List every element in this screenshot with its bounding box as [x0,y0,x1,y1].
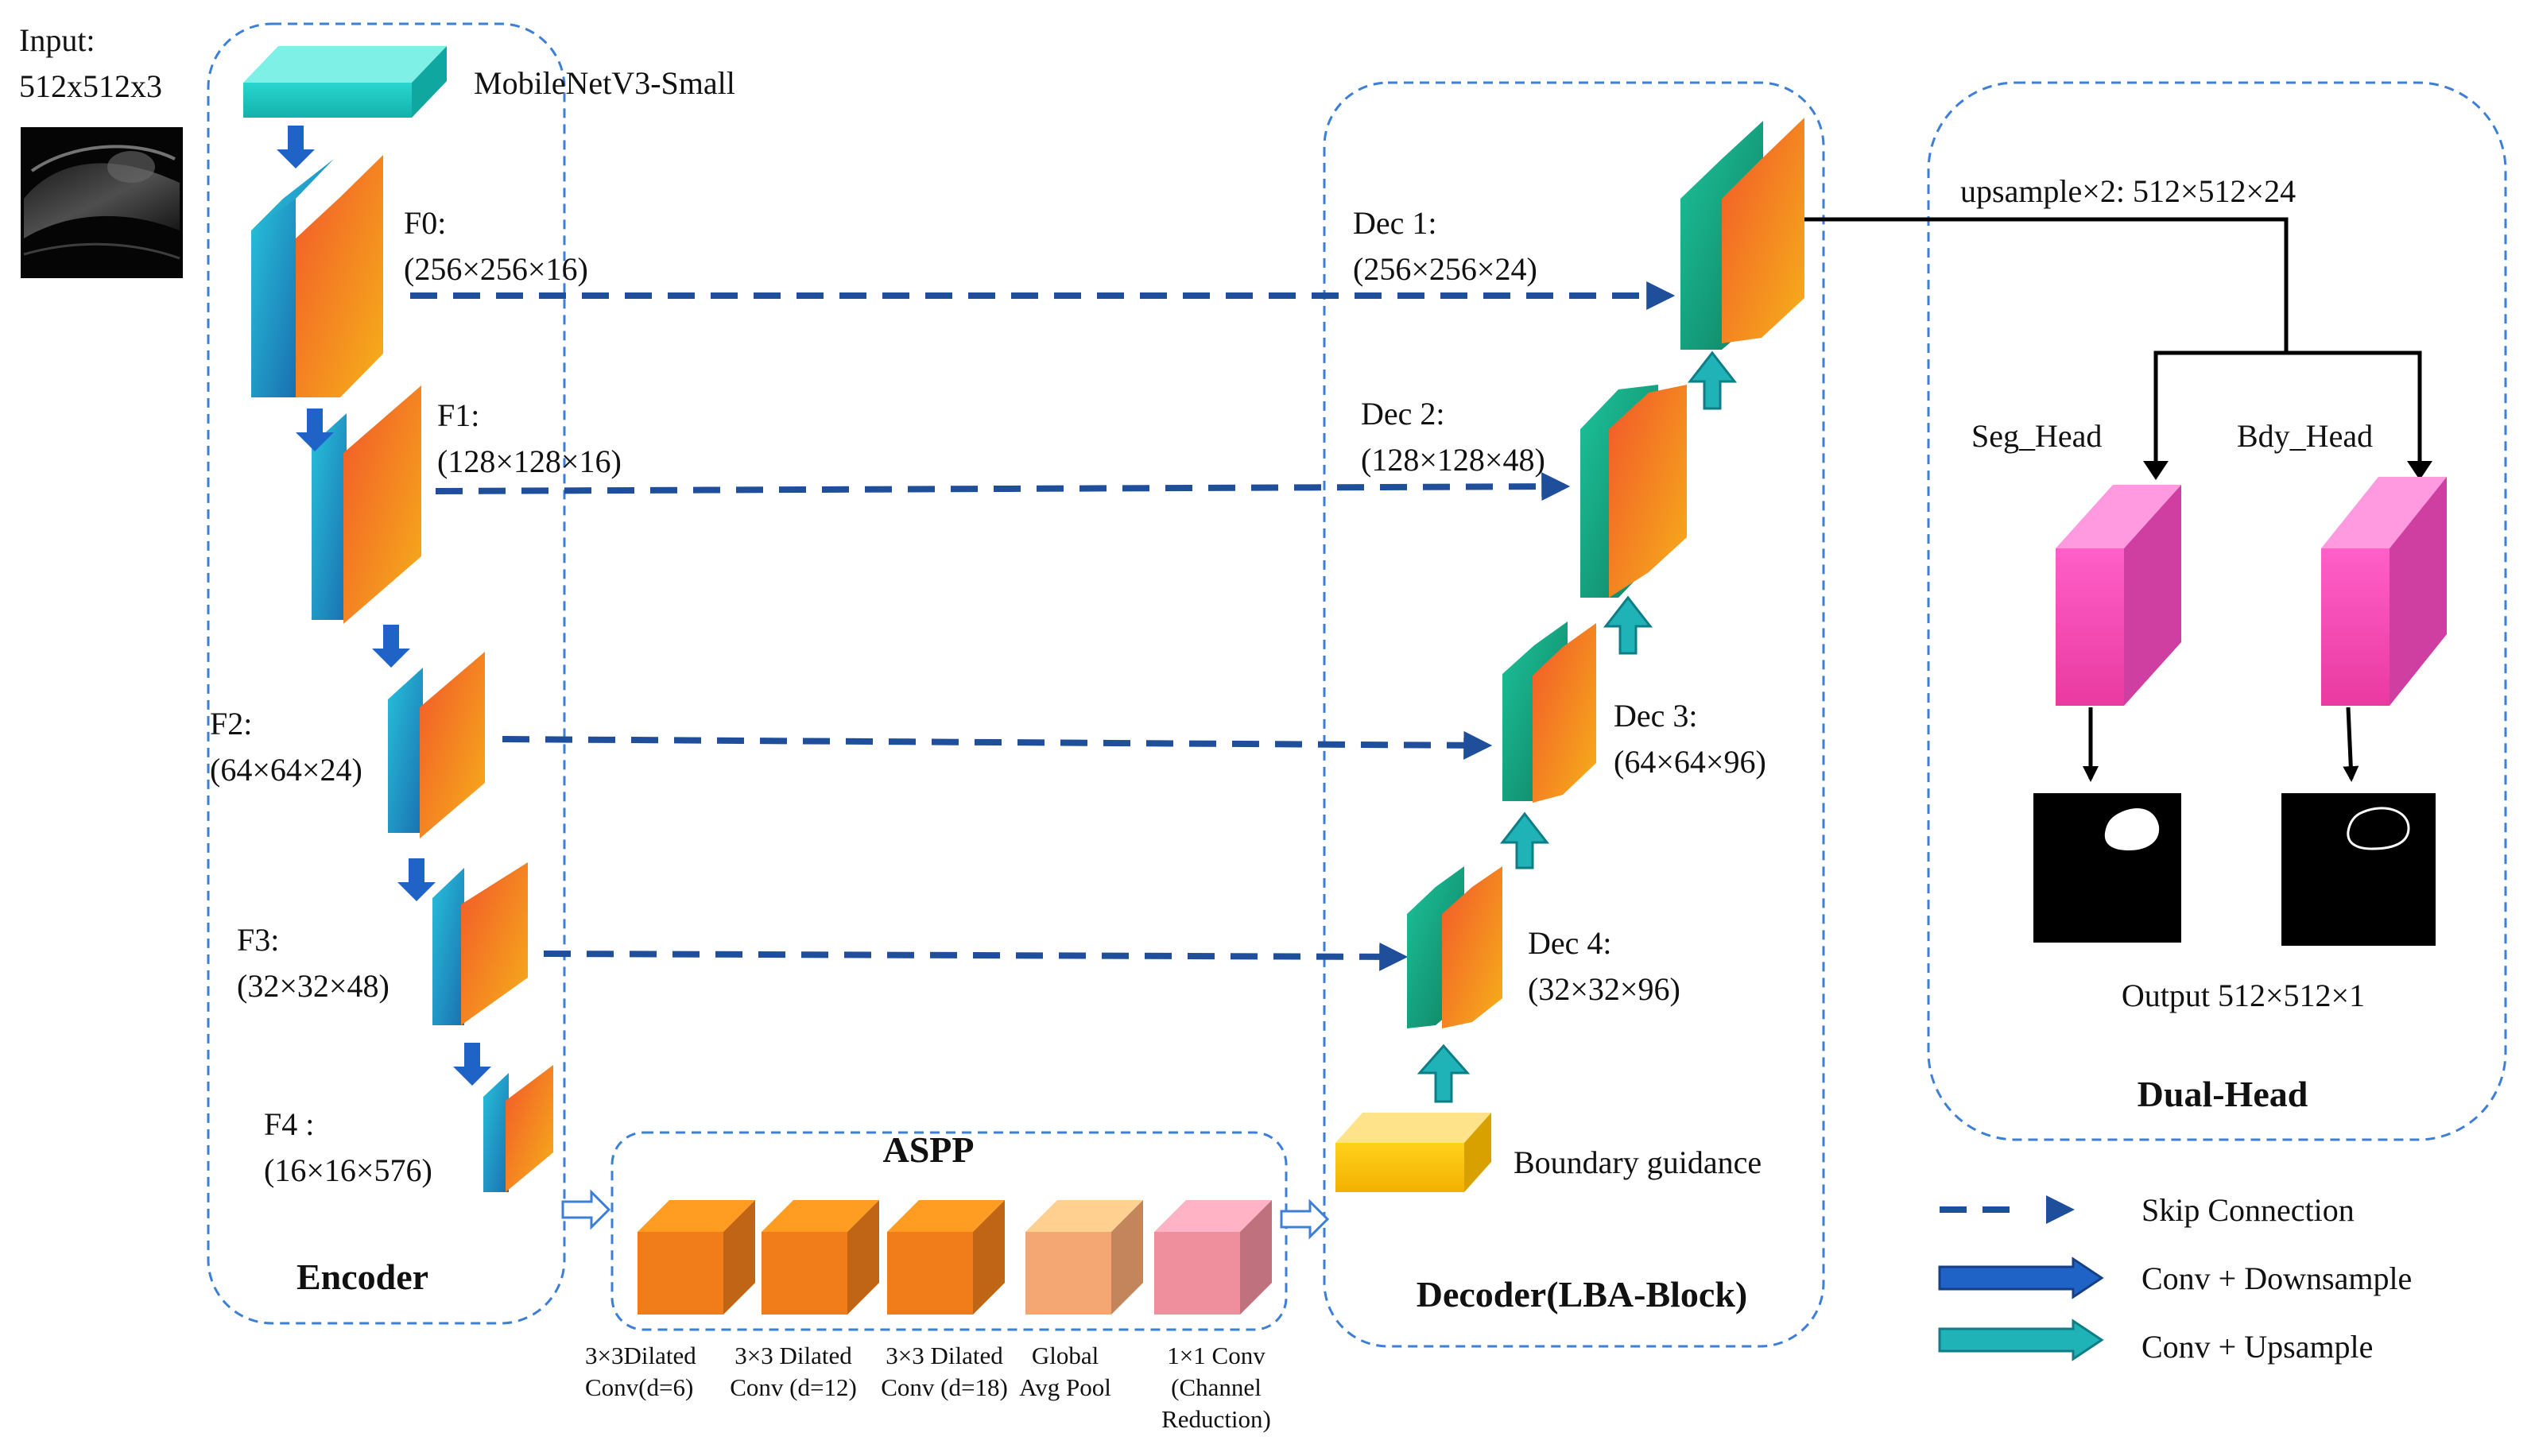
feature-block-f3 [432,862,528,1025]
legend: Skip Connection Conv + Downsample Conv +… [1938,1192,2412,1365]
f1-dims: (128×128×16) [437,443,622,479]
aspp-to-decoder-arrow [1280,1198,1330,1240]
dec2-dims: (128×128×48) [1361,442,1545,478]
upsample-label: upsample×2: 512×512×24 [1960,173,2296,209]
input-label: Input: [19,22,95,58]
output-label: Output 512×512×1 [2122,978,2365,1013]
aspp-branch-label: 3×3 Dilated [886,1342,1003,1369]
legend-upsample-label: Conv + Upsample [2141,1329,2373,1365]
downsample-arrow-2 [372,625,410,668]
feature-block-f4 [483,1065,553,1192]
dashed-arrow-icon [1940,1195,2075,1224]
dual-head-title: Dual-Head [2138,1074,2308,1114]
backbone-block [243,46,447,118]
dec3-dims: (64×64×96) [1614,744,1766,780]
f3-dims: (32×32×48) [237,968,390,1004]
skip-connection-f3 [543,942,1409,971]
input-size-label: 512x512x3 [19,68,162,104]
seg-head-arrowhead [2143,461,2169,480]
downsample-arrow-0 [277,126,315,168]
bdy-output-arrow [2343,707,2359,782]
decoder-block-dec2 [1580,385,1687,598]
backbone-label: MobileNetV3-Small [474,65,735,101]
boundary-guidance-block [1335,1113,1491,1192]
aspp-branch-label: 3×3 Dilated [734,1342,852,1369]
upsample-arrow-dec2 [1687,350,1738,410]
feature-block-f1 [312,385,421,624]
aspp-branch-label: (Channel [1171,1373,1262,1401]
dec2-label: Dec 2: [1361,396,1445,432]
aspp-branch-label: 3×3Dilated [585,1342,696,1369]
ultrasound-image [21,127,183,278]
decoder-region [1323,81,1825,1348]
aspp-branch-label: Global [1032,1342,1099,1369]
decoder-block-dec3 [1502,622,1596,803]
aspp-branch-label: Reduction) [1161,1405,1271,1433]
encoder-title: Encoder [297,1257,428,1297]
skip-connection-f2 [502,730,1493,760]
aspp-cubes [638,1200,1272,1315]
upsample-arrow-dec4 [1499,811,1550,869]
dec3-label: Dec 3: [1614,698,1698,734]
f1-label: F1: [437,397,479,433]
skip-connection-f1 [435,472,1571,501]
encoder-to-aspp-arrow [561,1189,611,1230]
aspp-branch-cube [762,1200,879,1315]
decoder-block-dec4 [1407,866,1502,1028]
teal-arrow-icon [1938,1319,2104,1361]
f3-label: F3: [237,922,279,958]
decoder-title: Decoder(LBA-Block) [1417,1274,1747,1315]
f2-label: F2: [210,706,252,742]
dec4-label: Dec 4: [1528,925,1612,961]
aspp-branch-cube [638,1200,755,1315]
aspp-branch-cube [887,1200,1005,1315]
seg-head-block [2056,485,2181,706]
aspp-branch-label: Conv (d=18) [881,1373,1008,1401]
f2-dims: (64×64×24) [210,752,362,788]
aspp-branch-cube [1025,1200,1143,1315]
aspp-branch-label: Avg Pool [1019,1373,1111,1401]
decoder-block-dec1 [1680,118,1804,350]
f4-label: F4 : [264,1106,314,1142]
aspp-branch-label: 1×1 Conv [1167,1342,1266,1369]
aspp-branch-label: Conv(d=6) [585,1373,693,1401]
downsample-arrow-3 [397,858,436,901]
bdy-head-block [2321,477,2447,706]
boundary-guidance-label: Boundary guidance [1514,1144,1762,1180]
bdy-head-label: Bdy_Head [2237,418,2373,454]
upsample-arrow-dec3 [1603,595,1653,655]
encoder-region [207,22,566,1325]
downsample-arrow-1 [296,409,334,451]
seg-output-mask [2033,793,2181,943]
dec1-dims: (256×256×24) [1353,251,1537,287]
legend-downsample-label: Conv + Downsample [2141,1260,2412,1296]
blue-arrow-icon [1938,1257,2104,1299]
aspp-title: ASPP [883,1129,975,1170]
feature-block-f2 [388,652,485,838]
dec1-to-heads-line [1804,217,2289,353]
legend-skip-label: Skip Connection [2141,1192,2355,1228]
aspp-branch-cube [1154,1200,1272,1315]
aspp-region [610,1131,1288,1331]
dec4-dims: (32×32×96) [1528,971,1680,1007]
f0-dims: (256×256×16) [404,251,588,287]
dec1-label: Dec 1: [1353,205,1437,241]
bdy-head-arrowhead [2407,461,2432,480]
bdy-output-mask [2281,793,2436,946]
upsample-arrow-boundary [1417,1044,1471,1103]
f4-dims: (16×16×576) [264,1152,432,1188]
f0-label: F0: [404,205,446,241]
feature-block-f0 [251,155,383,397]
head-branch-lines [2153,350,2422,472]
seg-head-label: Seg_Head [1971,418,2102,454]
downsample-arrow-4 [453,1043,491,1086]
aspp-branch-label: Conv (d=12) [730,1373,857,1401]
